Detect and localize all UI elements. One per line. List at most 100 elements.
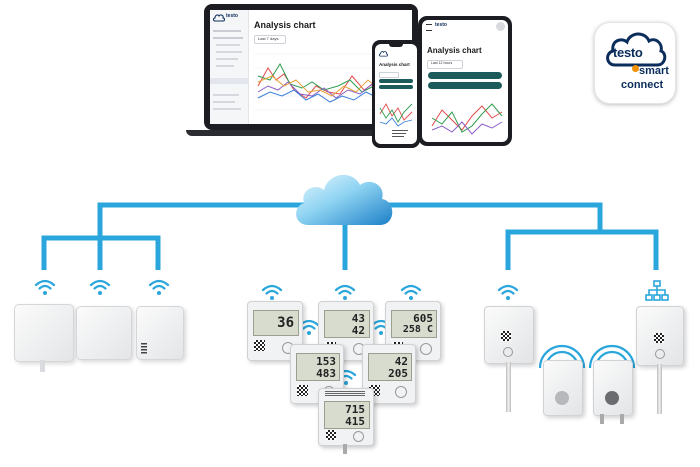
logo-text-connect: connect xyxy=(621,79,664,91)
temperature-probe xyxy=(657,364,662,414)
app-icon[interactable]: testo smart connect xyxy=(594,22,676,104)
wifi-icon xyxy=(334,284,356,300)
data-logger: 605 258 C xyxy=(385,301,441,361)
sensor-housing xyxy=(14,304,74,362)
qr-code xyxy=(297,385,308,396)
lcd-value-2: 42 xyxy=(351,324,365,337)
sidebar-item-active[interactable] xyxy=(210,78,248,84)
date-range-select[interactable] xyxy=(379,72,399,78)
phone-chart xyxy=(379,103,413,137)
page-title: Analysis chart xyxy=(254,20,316,30)
tablet-chart xyxy=(431,103,503,135)
cloud-icon xyxy=(296,174,393,225)
lcd-value-1: 153 xyxy=(316,355,336,368)
laptop-base xyxy=(186,130,436,136)
lcd-display: 605 258 C xyxy=(391,310,437,338)
date-range-label: Last 7 days xyxy=(258,36,279,41)
temperature-probe xyxy=(506,362,511,412)
sensor-housing xyxy=(543,360,583,416)
lcd-value-1: 605 xyxy=(413,312,433,325)
date-range-label: Last 12 hours xyxy=(431,61,453,65)
tablet-screen: testo Analysis chart Last 12 hours Expor… xyxy=(422,20,508,142)
logo-text: testo xyxy=(226,13,238,19)
sensor-cable xyxy=(600,414,604,424)
lcd-display: 43 42 xyxy=(324,310,370,338)
tablet-logo: testo xyxy=(435,22,447,28)
phone-screen: Analysis chart xyxy=(375,44,417,144)
sidebar-item[interactable] xyxy=(216,44,240,46)
lcd-display: 36 xyxy=(253,310,299,336)
logo-text-smart: smart xyxy=(639,65,669,77)
wifi-icon xyxy=(89,279,111,295)
wifi-icon xyxy=(148,279,170,295)
logo-text-testo: testo xyxy=(613,45,643,60)
lcd-value-2: 415 xyxy=(345,415,365,428)
sensor-housing xyxy=(76,306,132,360)
lcd-value-2: 483 xyxy=(316,367,336,380)
wifi-icon xyxy=(261,284,283,300)
status-led-button xyxy=(395,386,407,398)
menu-icon[interactable] xyxy=(426,24,432,31)
lcd-display: 715 415 xyxy=(324,401,370,429)
sidebar-item[interactable] xyxy=(216,58,238,60)
status-led-button xyxy=(555,391,569,405)
qr-code xyxy=(369,385,380,396)
data-logger: 715 415 xyxy=(318,388,374,446)
lcd-display: 153 483 xyxy=(296,353,340,381)
ethernet-network-icon xyxy=(645,280,669,301)
orange-dot-icon xyxy=(632,65,639,72)
sensor-housing xyxy=(636,306,684,366)
data-logger: 153 483 xyxy=(290,344,344,404)
date-range-select[interactable]: Last 7 days xyxy=(254,35,286,44)
data-logger: 36 xyxy=(247,301,303,361)
avatar[interactable] xyxy=(496,22,505,31)
date-range-select[interactable]: Last 12 hours xyxy=(427,60,463,69)
lcd-value-2: 205 xyxy=(388,367,408,380)
export-csv-label: Export CSV xyxy=(455,92,475,96)
cloud-logo-icon xyxy=(379,51,388,57)
status-led-button xyxy=(353,431,364,442)
sensor-cable xyxy=(343,444,347,454)
sensor-housing xyxy=(136,306,184,360)
app-sidebar: testo xyxy=(210,10,249,124)
sidebar-item[interactable] xyxy=(213,30,241,32)
sidebar-item[interactable] xyxy=(213,37,243,39)
sidebar-item[interactable] xyxy=(213,101,235,103)
export-pdf-button[interactable]: Export PDF xyxy=(428,72,502,86)
sensor-cable xyxy=(620,414,624,424)
status-led-button xyxy=(655,349,665,359)
export-csv-button[interactable] xyxy=(379,85,413,89)
vent-slots xyxy=(141,343,147,355)
qr-code xyxy=(254,340,265,351)
sidebar-item[interactable] xyxy=(213,94,239,96)
wifi-icon xyxy=(497,284,519,300)
status-led-button xyxy=(605,391,619,405)
export-csv-button[interactable]: Export CSV xyxy=(428,82,502,96)
phone-notch xyxy=(389,44,403,47)
tablet: testo Analysis chart Last 12 hours Expor… xyxy=(418,16,512,146)
sensor-housing xyxy=(593,360,633,416)
lcd-display: 42 205 xyxy=(368,353,412,381)
status-led-button xyxy=(420,343,432,355)
lcd-value-1: 43 xyxy=(351,312,365,325)
lcd-value-1: 715 xyxy=(345,403,365,416)
testo-logo: testo xyxy=(213,13,243,23)
qr-code xyxy=(326,430,336,440)
qr-code xyxy=(654,333,664,343)
phone: Analysis chart xyxy=(372,40,420,148)
status-led-button xyxy=(503,347,513,357)
cloud-outline-icon xyxy=(606,32,667,67)
vent-slots xyxy=(325,391,365,397)
qr-code xyxy=(501,331,511,341)
sidebar-item[interactable] xyxy=(216,65,234,67)
sidebar-item[interactable] xyxy=(213,108,241,110)
wifi-icon xyxy=(400,284,422,300)
lcd-value-2: 258 C xyxy=(402,324,433,335)
page-title: Analysis chart xyxy=(427,46,482,55)
wifi-icon xyxy=(34,279,56,295)
sidebar-item[interactable] xyxy=(216,51,242,53)
lcd-value-1: 36 xyxy=(277,315,294,331)
export-pdf-button[interactable] xyxy=(379,79,413,83)
lcd-value-1: 42 xyxy=(394,355,408,368)
page-title: Analysis chart xyxy=(379,62,410,67)
